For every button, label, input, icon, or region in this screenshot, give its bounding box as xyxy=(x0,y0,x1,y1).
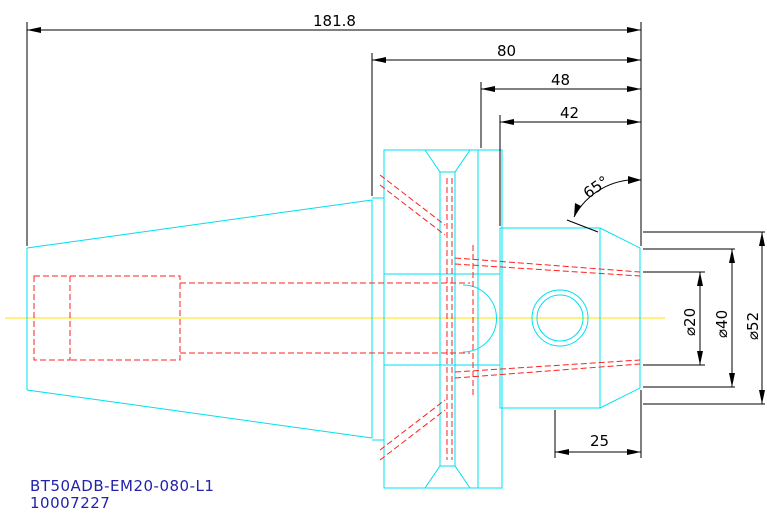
dim-total-length: 181.8 xyxy=(313,12,356,30)
dim-length-42: 42 xyxy=(560,104,579,122)
dimension-42: 42 xyxy=(500,104,641,125)
dim-length-25: 25 xyxy=(590,432,609,450)
dim-length-48: 48 xyxy=(551,71,570,89)
dim-dia-52: ⌀52 xyxy=(744,312,762,340)
dimension-dia-40: ⌀40 xyxy=(713,249,735,387)
hidden-lines xyxy=(33,174,641,461)
dimension-181-8: 181.8 xyxy=(27,12,641,33)
taper-shank xyxy=(26,197,384,441)
dim-angle: 65° xyxy=(580,172,612,202)
dimension-dia-20: ⌀20 xyxy=(681,272,703,365)
extension-lines xyxy=(26,22,765,458)
dimension-dia-52: ⌀52 xyxy=(744,232,765,404)
side-lock-screw-inner xyxy=(536,294,584,342)
dim-flange-length: 80 xyxy=(497,42,516,60)
flange xyxy=(383,149,503,489)
dimension-80: 80 xyxy=(372,42,641,63)
part-code-label: 10007227 xyxy=(30,494,111,512)
side-lock-screw-outer xyxy=(531,289,589,347)
dim-dia-40: ⌀40 xyxy=(713,310,731,338)
dimension-angle-65: 65° xyxy=(566,172,642,233)
dimension-48: 48 xyxy=(481,71,641,92)
part-model-label: BT50ADB-EM20-080-L1 xyxy=(30,477,215,495)
holder-nose xyxy=(462,227,641,409)
dimension-25: 25 xyxy=(555,432,641,455)
dim-dia-20: ⌀20 xyxy=(681,308,699,336)
